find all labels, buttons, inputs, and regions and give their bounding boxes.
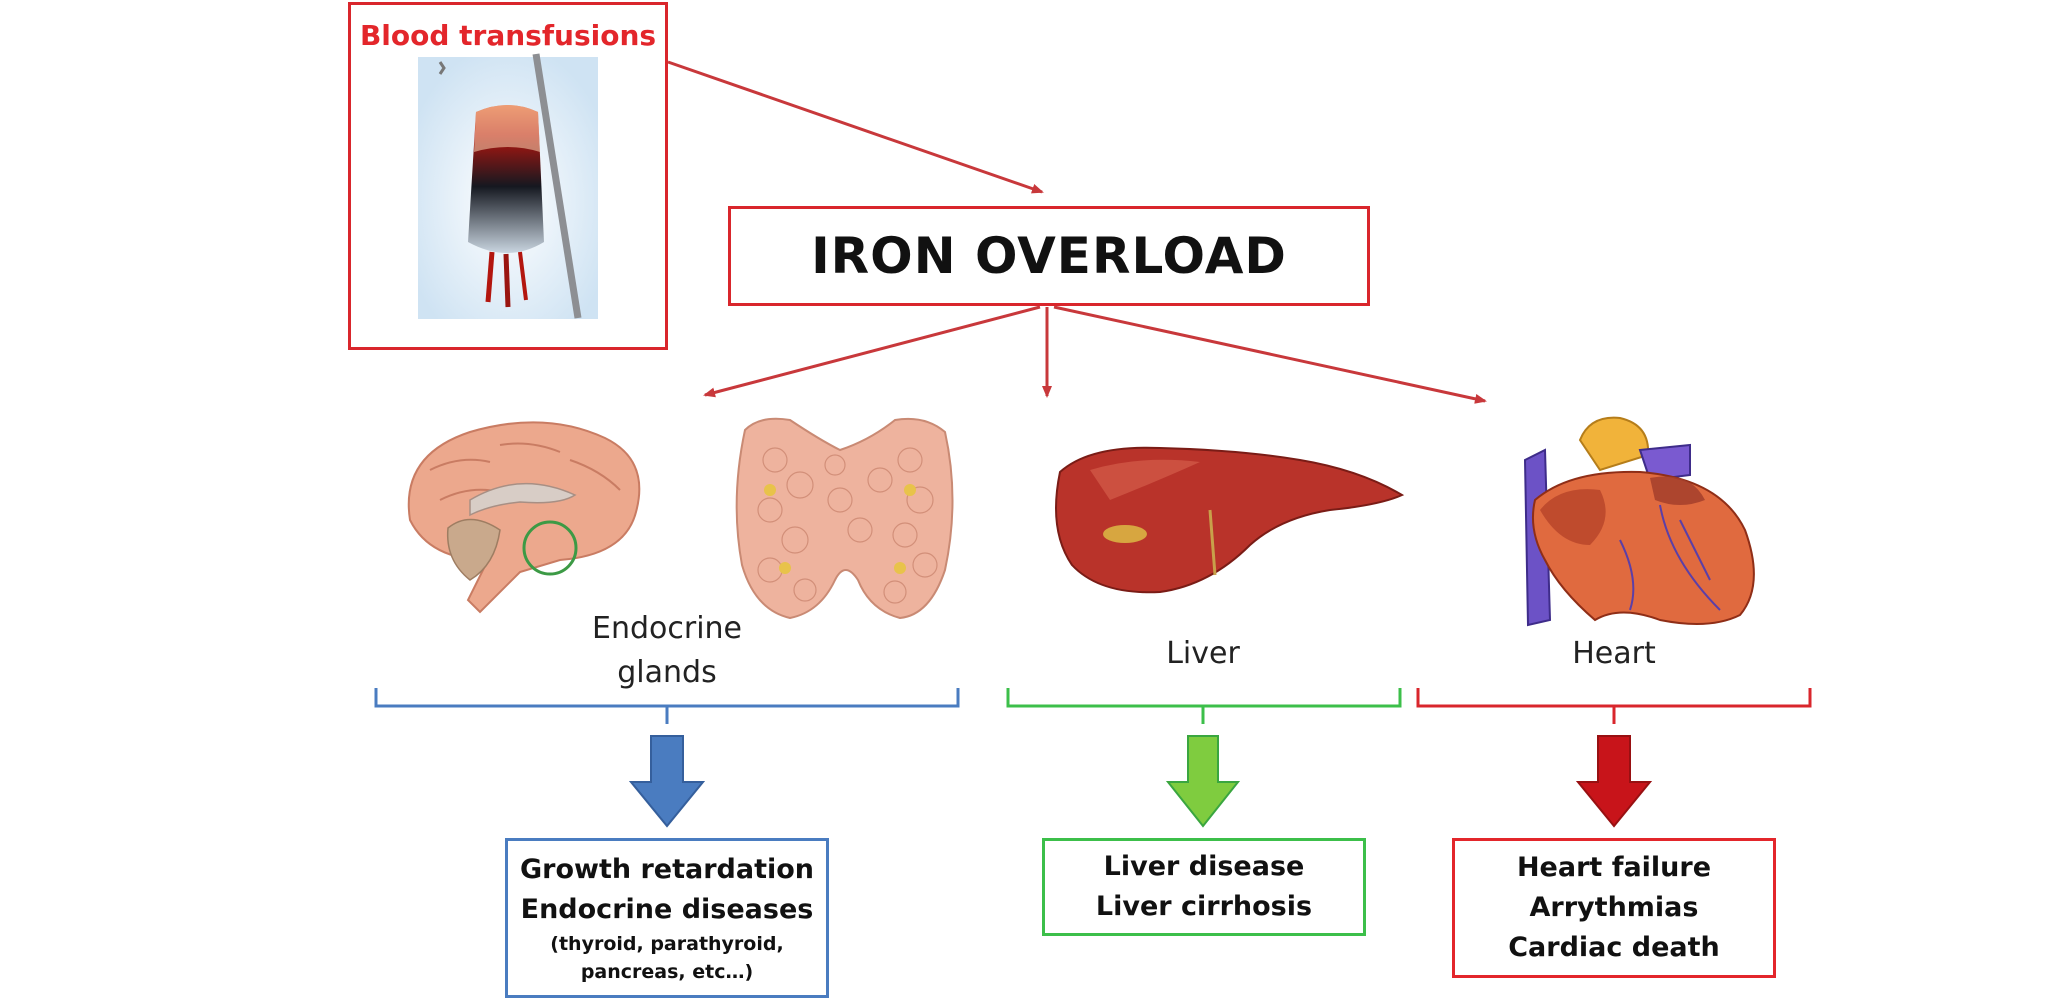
heart-icon	[1523, 416, 1755, 627]
bracket-liver	[1006, 688, 1402, 724]
outcome-endocrine-line: Growth retardation	[519, 854, 815, 885]
blood-transfusion-box: Blood transfusions	[348, 2, 668, 350]
organ-label-heart: Heart	[1572, 636, 1656, 671]
organ-label-endocrine-line2: glands	[617, 655, 717, 690]
down-arrow-liver	[1165, 735, 1241, 828]
outcome-heart-line: Arrythmias	[1529, 892, 1699, 923]
outcome-liver-line: Liver cirrhosis	[1095, 891, 1313, 922]
down-arrow-endocrine	[628, 735, 706, 828]
brain-icon	[407, 421, 641, 614]
organ-label-endocrine: Endocrine glands	[567, 607, 767, 695]
iron-overload-box: IRON OVERLOAD	[728, 206, 1370, 306]
arrow-overload-to-endocrine	[703, 305, 1041, 398]
outcome-endocrine-line: Endocrine diseases	[520, 894, 814, 925]
arrow-overload-to-heart	[1053, 305, 1487, 404]
outcome-heart-line: Cardiac death	[1508, 932, 1720, 963]
outcome-liver-box: Liver disease Liver cirrhosis	[1042, 838, 1366, 936]
arrow-transfusion-to-overload	[667, 60, 1044, 194]
bracket-endocrine	[374, 688, 960, 724]
blood-transfusion-label: Blood transfusions	[359, 19, 657, 52]
outcome-liver-line: Liver disease	[1103, 851, 1305, 882]
down-arrow-heart	[1575, 735, 1653, 828]
thyroid-icon	[735, 417, 954, 620]
outcome-endocrine-subline: pancreas, etc…)	[580, 961, 754, 983]
liver-icon	[1055, 446, 1405, 594]
blood-bag-icon	[418, 53, 598, 319]
outcome-heart-line: Heart failure	[1516, 852, 1712, 883]
iron-overload-title: IRON OVERLOAD	[811, 227, 1287, 285]
outcome-endocrine-subline: (thyroid, parathyroid,	[550, 933, 784, 955]
organ-label-endocrine-line1: Endocrine	[592, 611, 742, 646]
outcome-heart-box: Heart failure Arrythmias Cardiac death	[1452, 838, 1776, 978]
bracket-heart	[1416, 688, 1812, 724]
outcome-endocrine-box: Growth retardation Endocrine diseases (t…	[505, 838, 829, 998]
organ-label-liver: Liver	[1166, 636, 1240, 671]
